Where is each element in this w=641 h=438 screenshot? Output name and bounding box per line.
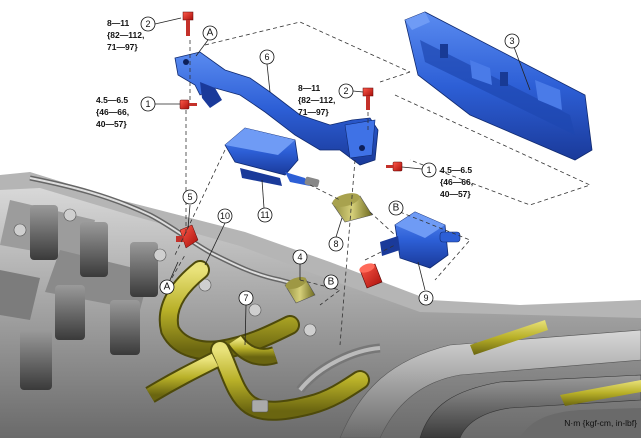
- callout-3: 3: [504, 33, 520, 49]
- callout-9: 9: [418, 290, 434, 306]
- bolt-1-right: [386, 161, 403, 172]
- svg-text:11: 11: [260, 210, 269, 220]
- svg-text:B: B: [393, 203, 400, 214]
- torque-spec-top-left: 8—11 {82—112, 71—97}: [107, 18, 144, 52]
- callout-1-right: 1: [421, 162, 437, 178]
- marker-A-bottom: A: [159, 279, 175, 295]
- svg-text:4: 4: [297, 252, 302, 262]
- engine-cover-part-3: [404, 11, 593, 161]
- svg-text:{82—112,: {82—112,: [107, 30, 144, 40]
- svg-text:5: 5: [187, 192, 192, 202]
- svg-text:{82—112,: {82—112,: [298, 95, 335, 105]
- svg-text:1: 1: [426, 165, 431, 175]
- callout-5: 5: [182, 189, 198, 205]
- marker-B-right: B: [388, 200, 404, 216]
- svg-text:7: 7: [243, 293, 248, 303]
- callout-8: 8: [328, 236, 344, 252]
- marker-A-top: A: [202, 25, 218, 41]
- torque-spec-mid-left: 4.5—6.5 {46—66, 40—57}: [96, 95, 129, 129]
- svg-text:3: 3: [509, 36, 514, 46]
- svg-text:{46—66,: {46—66,: [440, 177, 473, 187]
- evap-hose: [145, 260, 370, 421]
- svg-text:71—97}: 71—97}: [107, 42, 138, 52]
- torque-spec-top-center: 8—11 {82—112, 71—97}: [298, 83, 335, 117]
- red-hose-fitting: [359, 263, 383, 289]
- svg-text:2: 2: [343, 86, 348, 96]
- purge-solenoid-part-11: [224, 127, 320, 188]
- marker-B-lower: B: [323, 274, 339, 290]
- svg-text:40—57}: 40—57}: [440, 189, 471, 199]
- callout-4: 4: [292, 249, 308, 265]
- svg-text:9: 9: [423, 293, 428, 303]
- bolt-2-center: [362, 87, 374, 110]
- torque-spec-right: 4.5—6.5 {46—66, 40—57}: [440, 165, 473, 199]
- leader-lines: [154, 17, 531, 346]
- callout-2-center: 2: [338, 83, 354, 99]
- callout-7: 7: [238, 290, 254, 306]
- svg-text:{46—66,: {46—66,: [96, 107, 129, 117]
- svg-text:1: 1: [145, 99, 150, 109]
- bolt-1-left: [179, 99, 197, 110]
- svg-text:4.5—6.5: 4.5—6.5: [440, 165, 472, 175]
- svg-text:8: 8: [333, 239, 338, 249]
- bolt-2-left: [182, 11, 194, 36]
- callout-6: 6: [259, 49, 275, 65]
- callout-2-left: 2: [140, 16, 156, 32]
- callout-11: 11: [257, 207, 273, 223]
- svg-text:71—97}: 71—97}: [298, 107, 329, 117]
- svg-text:40—57}: 40—57}: [96, 119, 127, 129]
- assembly-guide-lines: [164, 21, 592, 346]
- svg-text:A: A: [207, 28, 214, 39]
- bracket-part-6: [174, 51, 379, 166]
- svg-text:8—11: 8—11: [298, 83, 320, 93]
- svg-text:6: 6: [264, 52, 269, 62]
- callout-10: 10: [217, 208, 233, 224]
- svg-text:2: 2: [145, 19, 150, 29]
- units-label: N·m {kgf-cm, in-lbf}: [564, 418, 637, 428]
- callout-1-left: 1: [140, 96, 156, 112]
- svg-text:B: B: [328, 277, 335, 288]
- svg-text:A: A: [164, 282, 171, 293]
- joint-pipe-part-8: [331, 193, 373, 223]
- svg-text:4.5—6.5: 4.5—6.5: [96, 95, 128, 105]
- svg-text:8—11: 8—11: [107, 18, 129, 28]
- engine-block: [0, 172, 641, 438]
- svg-text:10: 10: [220, 211, 230, 221]
